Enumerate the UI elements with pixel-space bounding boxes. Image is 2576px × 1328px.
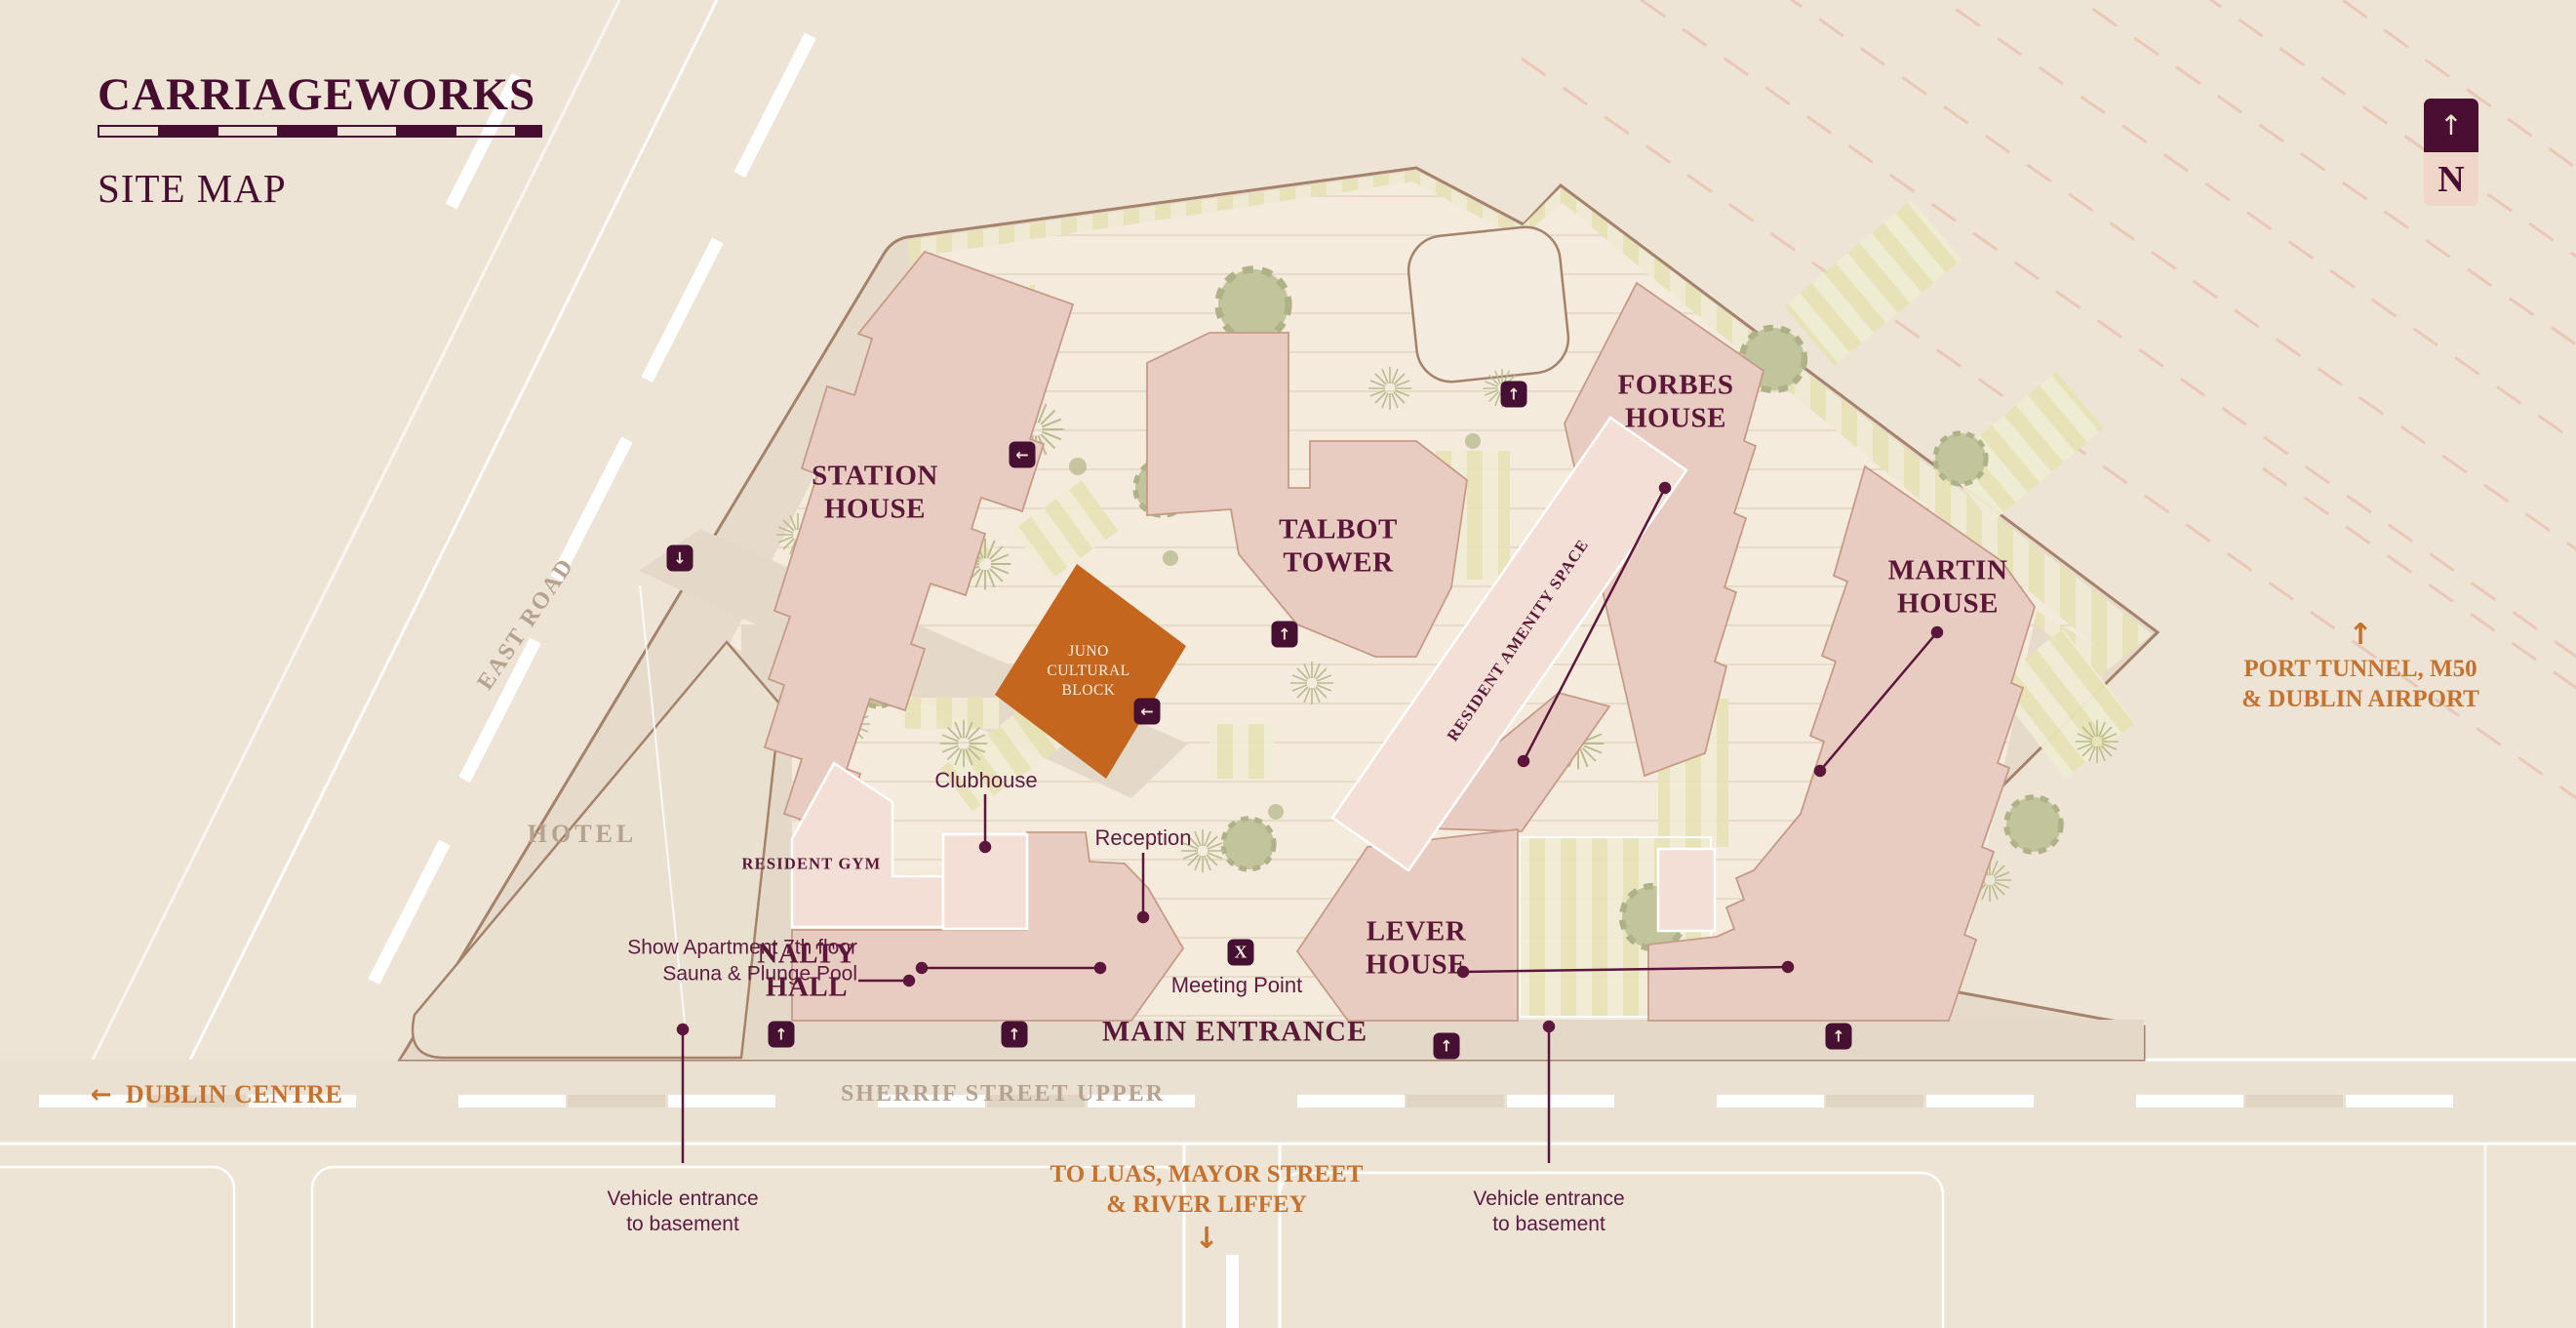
hotel-seam <box>639 584 686 1024</box>
show-apartment-line2: Sauna & Plunge Pool <box>662 963 857 986</box>
talbot-tower-building <box>1146 332 1468 658</box>
show-apartment-line1: Show Apartment 7th floor <box>627 936 857 959</box>
amenity-strip <box>1330 416 1688 872</box>
brand-logo-bar <box>98 125 542 138</box>
east-road-dashes <box>368 32 816 986</box>
vehicle-entrance-line1: Vehicle entrance <box>607 1187 759 1210</box>
label-vehicle-entrance-west: Vehicle entrance to basement <box>607 1187 758 1238</box>
label-martin-house: MARTIN HOUSE <box>1887 554 2008 619</box>
north-compass: ↑ N <box>2424 99 2478 206</box>
port-tunnel-line2: & DUBLIN AIRPORT <box>2241 685 2479 712</box>
entrance-arrow-up-badge: ↑ <box>1001 1021 1028 1048</box>
hotel-building <box>411 640 782 1060</box>
direction-dublin-centre: ← DUBLIN CENTRE <box>91 1080 343 1109</box>
label-station-house: STATION HOUSE <box>812 460 938 524</box>
leader-lines <box>676 481 1944 1163</box>
label-main-entrance: MAIN ENTRANCE <box>1101 1015 1368 1048</box>
label-forbes-house: FORBES HOUSE <box>1617 369 1734 433</box>
brand-logo: CARRIAGEWORKS <box>98 69 536 120</box>
city-blocks <box>0 1165 1945 1328</box>
label-hotel: HOTEL <box>527 819 638 848</box>
playground-court <box>1407 225 1570 383</box>
page-title: SITE MAP <box>98 166 287 211</box>
left-arrow-icon: ← <box>90 1079 112 1109</box>
header: CARRIAGEWORKS SITE MAP <box>98 68 542 212</box>
label-show-apartment: Show Apartment 7th floor Sauna & Plunge … <box>594 935 857 988</box>
station-house-building <box>763 250 1075 835</box>
label-sherrif-street: SHERRIF STREET UPPER <box>840 1081 1166 1107</box>
juno-cultural-block-building <box>995 564 1186 779</box>
entrance-arrow-up-badge: ↑ <box>1825 1023 1852 1050</box>
street-dashes <box>39 1095 2453 1107</box>
sherrif-street <box>0 1058 2576 1146</box>
martin-house-building <box>1647 464 2036 1022</box>
dublin-centre-text: DUBLIN CENTRE <box>125 1079 343 1108</box>
luas-line1: TO LUAS, MAYOR STREET <box>1050 1161 1364 1187</box>
entrance-arrow-up-badge: ↑ <box>1433 1032 1460 1060</box>
route-arrow-left-badge: ← <box>1009 441 1036 468</box>
direction-port-tunnel: ↑ PORT TUNNEL, M50 & DUBLIN AIRPORT <box>2241 617 2479 714</box>
martin-court <box>1656 847 1717 933</box>
label-talbot-tower: TALBOT TOWER <box>1279 513 1398 578</box>
label-juno-cultural-block: JUNO CULTURAL BLOCK <box>1047 642 1130 700</box>
north-label: N <box>2424 152 2478 206</box>
luas-line2: & RIVER LIFFEY <box>1106 1191 1307 1219</box>
amenity-structures <box>790 416 1717 933</box>
route-arrow-up-badge: ↑ <box>1271 621 1298 648</box>
street-dashes-dim <box>148 1095 2343 1107</box>
route-arrow-left-badge: ← <box>1133 698 1161 725</box>
vehicle-entrance-line2: to basement <box>1492 1213 1605 1235</box>
label-vehicle-entrance-east: Vehicle entrance to basement <box>1473 1187 1624 1238</box>
route-arrow-down-badge: ↓ <box>666 544 694 572</box>
label-lever-house: LEVER HOUSE <box>1365 915 1468 980</box>
up-arrow-icon: ↑ <box>2348 618 2373 652</box>
forbes-house-building <box>1564 281 1765 778</box>
port-tunnel-line1: PORT TUNNEL, M50 <box>2243 655 2477 682</box>
entrance-arrow-up-badge: ↑ <box>768 1021 795 1048</box>
down-arrow-icon: ↓ <box>1194 1221 1219 1256</box>
vehicle-entrance-line1: Vehicle entrance <box>1473 1187 1625 1210</box>
vehicle-entrance-line2: to basement <box>626 1213 739 1235</box>
label-reception: Reception <box>1094 825 1192 851</box>
label-clubhouse: Clubhouse <box>934 768 1038 793</box>
route-arrow-up-badge: ↑ <box>1500 381 1527 408</box>
direction-luas: TO LUAS, MAYOR STREET & RIVER LIFFEY ↓ <box>1050 1159 1364 1257</box>
label-meeting-point: Meeting Point <box>1170 973 1303 998</box>
north-arrow-icon: ↑ <box>2424 99 2478 152</box>
east-road <box>91 0 816 1061</box>
label-resident-gym: RESIDENT GYM <box>741 854 882 873</box>
meeting-point-x-badge: X <box>1227 939 1254 966</box>
label-nalty-hall: NALTY HALL <box>757 938 856 1002</box>
south-roads <box>1182 1144 2487 1328</box>
